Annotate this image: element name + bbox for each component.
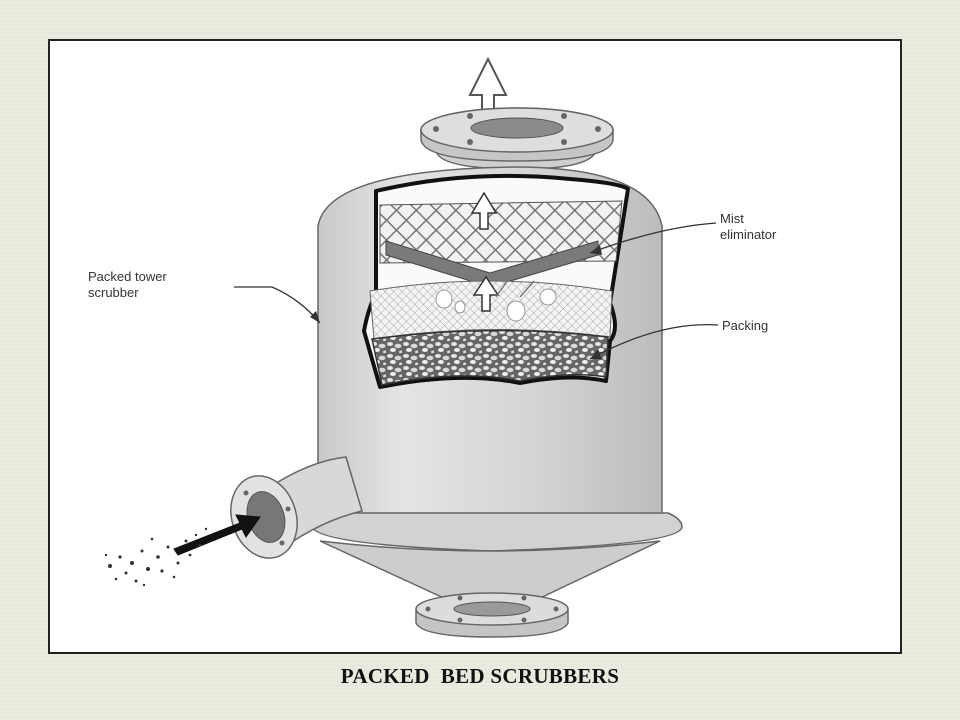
- particles: [104, 527, 208, 587]
- leader-tower-arrow: [310, 311, 320, 323]
- packing-layer: [371, 329, 609, 386]
- inlet-arrow: [173, 514, 261, 556]
- inlet-pipe: [230, 456, 363, 559]
- diagram-frame: Packed tower scrubber Mist eliminator Pa…: [48, 39, 902, 654]
- top-flange: [420, 107, 614, 170]
- label-packing: Packing: [722, 318, 768, 333]
- label-tower-line2: scrubber: [88, 285, 139, 300]
- leader-packing-arrow: [590, 349, 602, 359]
- leader-packing: [589, 323, 719, 360]
- droplets: [435, 288, 557, 322]
- label-mist-line1: Mist: [720, 211, 744, 226]
- label-tower-line1: Packed tower: [88, 269, 167, 284]
- label-mist-line2: eliminator: [720, 227, 777, 242]
- caption: PACKED BED SCRUBBERS: [340, 664, 620, 688]
- leader-mist-arrow: [590, 245, 602, 255]
- bottom-flange: [415, 592, 569, 638]
- bottom-ring: [311, 512, 683, 552]
- mist-eliminator-chevron: [385, 240, 599, 288]
- bottom-cone: [319, 540, 661, 600]
- flow-arrow-lower: [472, 275, 500, 312]
- leader-mist: [589, 222, 717, 254]
- leader-tower: [234, 286, 321, 324]
- cutaway-view: [362, 173, 630, 389]
- flow-arrow-upper: [470, 191, 498, 230]
- mist-eliminator-grid: [379, 200, 623, 264]
- scrubber-diagram: Packed tower scrubber Mist eliminator Pa…: [88, 56, 777, 638]
